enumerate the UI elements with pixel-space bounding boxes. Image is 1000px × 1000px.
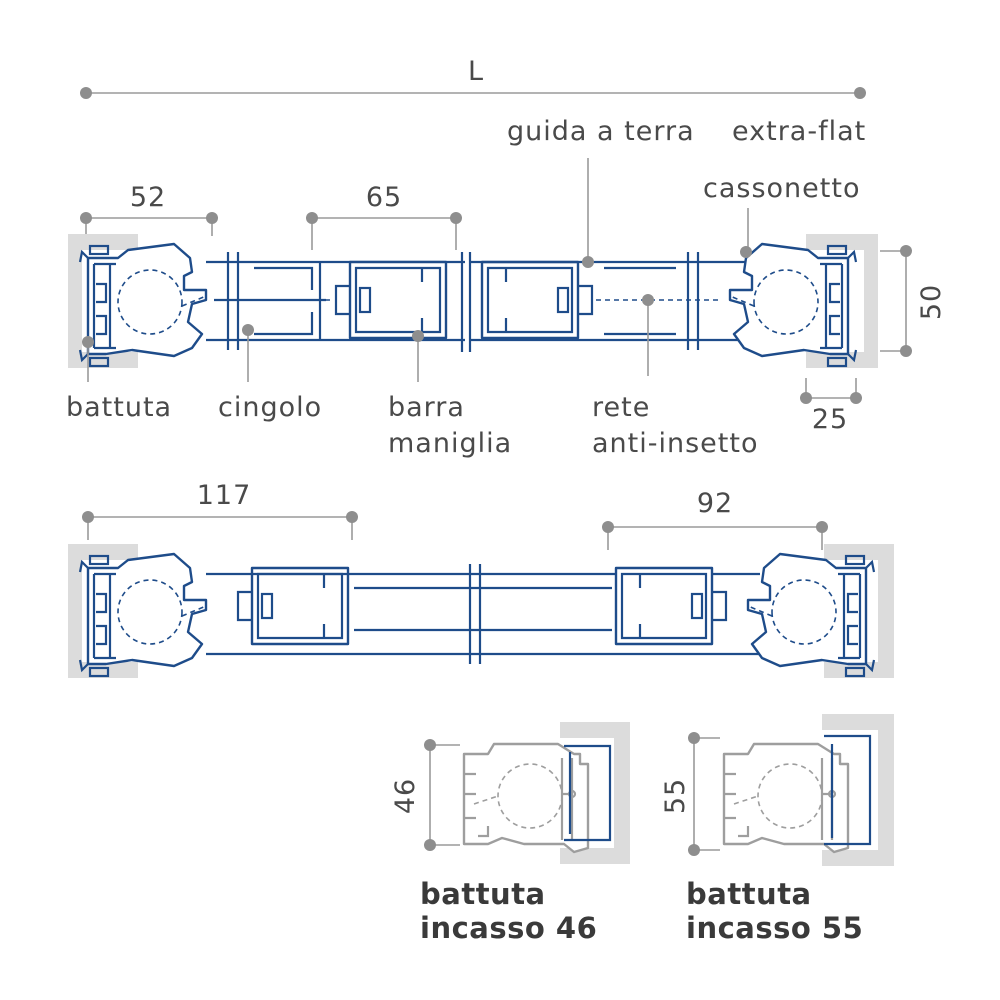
guide-rails-middle	[206, 564, 760, 664]
label-cingolo: cingolo	[218, 392, 322, 423]
wall-left-middle	[68, 544, 138, 678]
dim-52-start	[80, 212, 92, 224]
dim-117-start	[82, 511, 94, 523]
wall-left-top	[68, 234, 138, 368]
dim-92-end	[816, 521, 828, 533]
dim-92-start	[602, 521, 614, 533]
dim-L-end	[854, 87, 866, 99]
handle-bar-middle-right	[614, 566, 728, 646]
label-cassonetto: cassonetto	[703, 173, 860, 204]
label-battuta: battuta	[66, 392, 172, 423]
cassette-left-middle	[78, 552, 208, 678]
dim-55-end	[688, 844, 700, 856]
guide-rails-top-right	[470, 252, 746, 350]
dim-52-label: 52	[130, 182, 166, 213]
break-mark-top	[460, 252, 472, 352]
dim-46-label: 46	[390, 778, 421, 814]
dim-46-start	[424, 739, 436, 751]
dim-50-end	[900, 345, 912, 357]
cassette-left-top	[78, 242, 208, 368]
dim-65-label: 65	[366, 182, 402, 213]
dim-50-start	[900, 245, 912, 257]
leader-barra-dot	[412, 330, 424, 342]
dim-117-label: 117	[197, 480, 252, 511]
label-rete: rete	[592, 392, 650, 423]
dim-55-label: 55	[660, 778, 691, 814]
label-anti-insetto: anti-insetto	[592, 428, 758, 459]
variant-46-title-line1: battuta	[420, 877, 546, 911]
variant-55-title-line1: battuta	[686, 877, 812, 911]
leader-cassonetto-dot	[740, 246, 752, 258]
wall-incasso-55	[822, 714, 894, 866]
dim-46-end	[424, 839, 436, 851]
wall-right-top	[806, 234, 878, 368]
dim-50-label: 50	[916, 284, 947, 320]
label-maniglia: maniglia	[388, 428, 512, 459]
dim-52-end	[206, 212, 218, 224]
dim-L-start	[80, 87, 92, 99]
dim-92-label: 92	[697, 488, 733, 519]
cassette-right-top	[728, 242, 858, 368]
handle-bar-middle-left	[236, 566, 350, 646]
wall-incasso-46	[560, 722, 630, 864]
label-guida-a-terra: guida a terra	[507, 116, 695, 147]
leader-cingolo-dot	[242, 324, 254, 336]
dim-65-start	[306, 212, 318, 224]
dim-25-end	[850, 392, 862, 404]
blue-frame-incasso-46	[564, 744, 612, 842]
leader-battuta-dot	[82, 336, 94, 348]
dim-25-start	[800, 392, 812, 404]
cassette-right-middle	[746, 552, 876, 678]
leader-guida-dot	[582, 256, 594, 268]
label-extra-flat: extra-flat	[732, 116, 866, 147]
cassette-incasso-55	[722, 742, 850, 854]
handle-bar-right	[480, 260, 594, 340]
handle-bar-left	[334, 260, 448, 340]
dim-55-start	[688, 732, 700, 744]
wall-right-middle	[824, 544, 894, 678]
dim-117-end	[346, 511, 358, 523]
label-barra: barra	[388, 392, 465, 423]
dim-25-label: 25	[812, 404, 848, 435]
dim-L-label: L	[468, 56, 484, 87]
variant-46-title-line2: incasso 46	[420, 911, 597, 945]
leader-rete-dot	[642, 294, 654, 306]
dim-65-end	[450, 212, 462, 224]
variant-55-title-line2: incasso 55	[686, 911, 863, 945]
blue-frame-incasso-55	[824, 734, 872, 846]
